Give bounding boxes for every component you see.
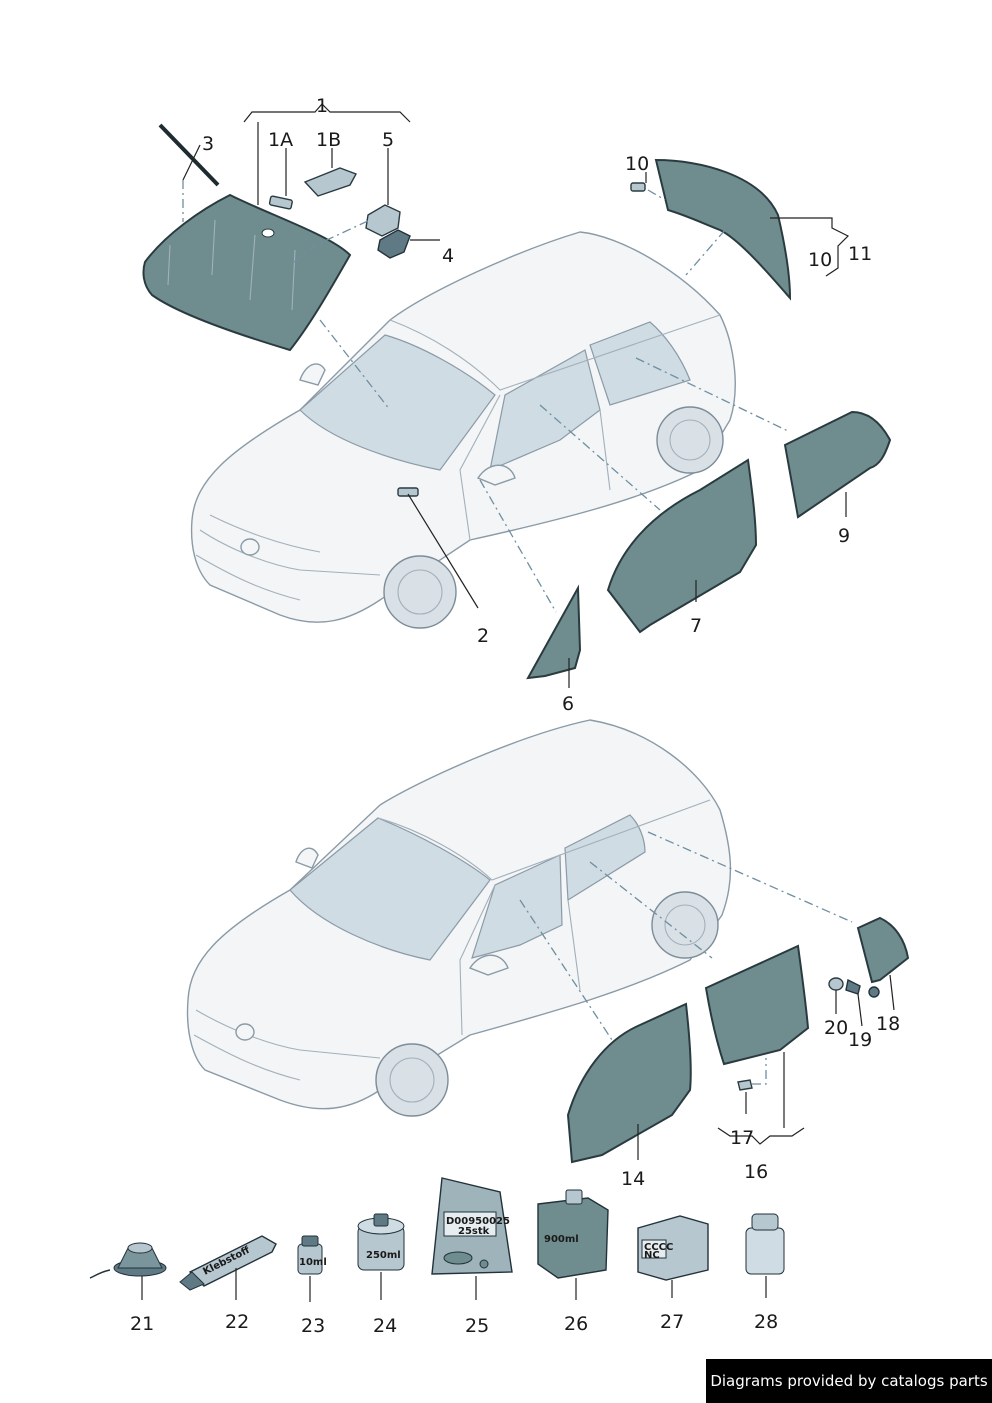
can-label: 250ml [366,1250,401,1261]
label-18: 18 [876,1013,900,1035]
label-19: 19 [848,1029,872,1051]
bag-code: D00950025 [446,1216,510,1227]
bottom-car [186,719,732,1117]
part-7 [606,458,758,634]
part-5 [365,204,401,237]
part-18 [856,916,910,984]
part-24-can: 250ml [357,1213,405,1271]
part-17 [737,1079,753,1091]
label-2: 2 [477,625,489,647]
rear-window-part [654,158,792,301]
label-10-top: 10 [625,153,649,175]
part-4 [377,229,411,259]
part-18-clip [868,986,880,998]
part-20 [828,977,844,991]
label-25: 25 [465,1315,489,1337]
label-24: 24 [373,1315,397,1337]
label-23: 23 [301,1315,325,1337]
part-23-bottle: 10ml [297,1235,327,1275]
part-27-box: CCCC NC [637,1215,709,1281]
part-25-bag: D00950025 25stk [431,1177,513,1275]
top-car [190,231,736,629]
part-19 [845,978,861,995]
label-26: 26 [564,1313,588,1335]
label-14: 14 [621,1168,645,1190]
label-27: 27 [660,1311,684,1333]
bottle-small-label: 10ml [299,1257,327,1268]
part-6 [526,584,582,680]
label-7: 7 [690,615,702,637]
part-1a [268,195,293,210]
label-1a: 1A [268,129,293,151]
part-14 [566,1002,692,1164]
part-10-clip [630,182,646,192]
label-16: 16 [744,1161,768,1183]
part-9 [783,410,892,519]
windshield-part [142,193,352,352]
label-21: 21 [130,1313,154,1335]
label-1: 1 [316,95,328,117]
part-1b [303,167,358,197]
big-bottle-label: 900ml [544,1234,579,1245]
part-22-tube: Klebstoff [179,1235,277,1291]
part-21-cord [89,1242,167,1279]
label-6: 6 [562,693,574,715]
box-line2: NC [644,1250,660,1261]
box-line1: CCCC [644,1242,673,1253]
label-5: 5 [382,129,394,151]
label-17: 17 [730,1127,754,1149]
label-4: 4 [442,245,454,267]
label-9: 9 [838,525,850,547]
label-1b: 1B [316,129,341,151]
label-3: 3 [202,133,214,155]
part-16 [704,944,810,1066]
label-22: 22 [225,1311,249,1333]
label-11: 11 [848,243,872,265]
credit-footer: Diagrams provided by catalogs parts [706,1359,992,1403]
part-28-jar [745,1213,785,1275]
part-26-bottle: 900ml [537,1189,609,1279]
label-10-side: 10 [808,249,832,271]
bag-qty: 25stk [458,1226,490,1237]
label-20: 20 [824,1017,848,1039]
wiper-strip [158,123,220,187]
label-28: 28 [754,1311,778,1333]
